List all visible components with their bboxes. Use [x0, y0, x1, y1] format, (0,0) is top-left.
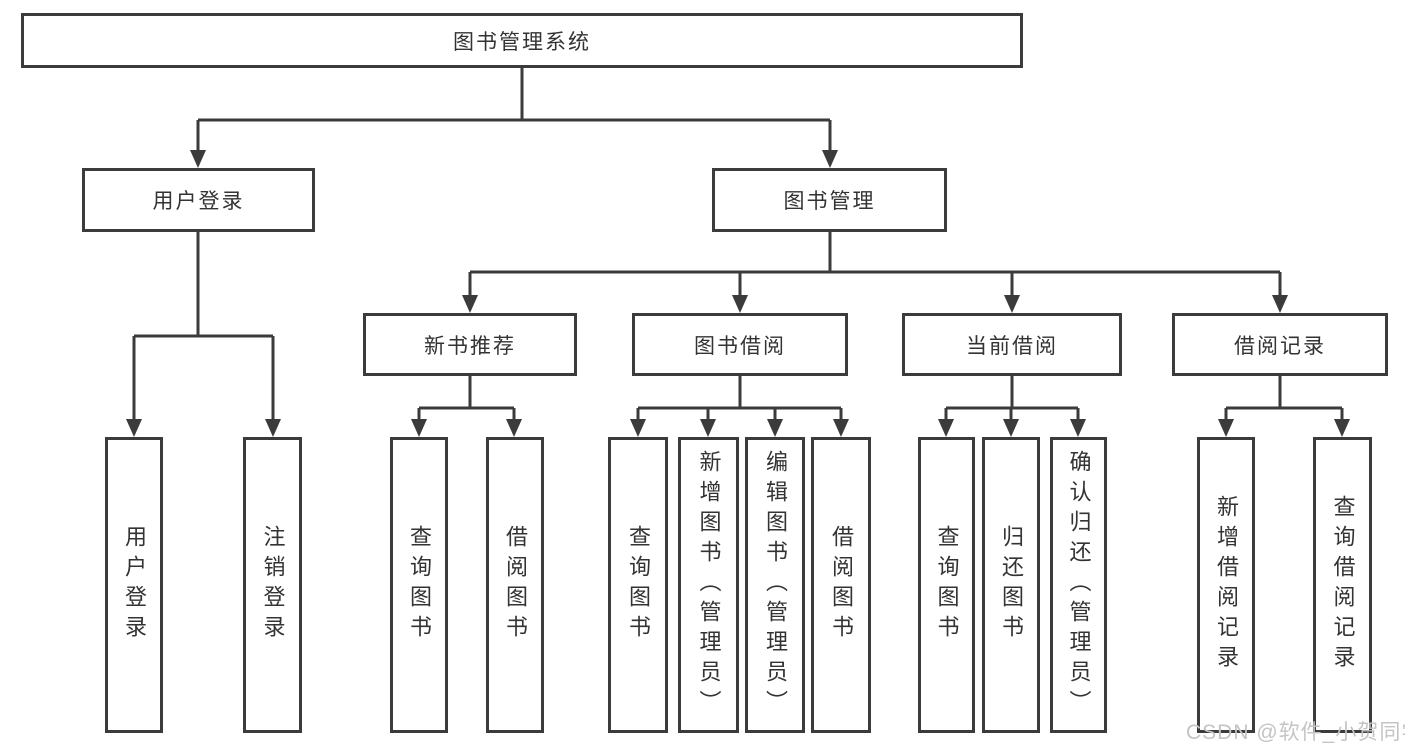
node-label: 编辑图书（管理员）	[763, 450, 788, 720]
node-label: 确认归还（管理员）	[1066, 450, 1092, 720]
node-label: 借阅图书	[829, 525, 854, 645]
node-label: 用户登录	[122, 525, 147, 645]
node-label: 新书推荐	[424, 334, 516, 358]
leaf-query-books-borrow: 查询图书	[608, 437, 668, 733]
node-label: 当前借阅	[966, 334, 1058, 358]
leaf-query-books-recommend: 查询图书	[390, 437, 448, 733]
leaf-edit-books-admin: 编辑图书（管理员）	[745, 437, 805, 733]
leaf-add-books-admin: 新增图书（管理员）	[678, 437, 739, 733]
node-label: 注销登录	[260, 525, 286, 645]
leaf-borrow-books-recommend: 借阅图书	[486, 437, 544, 733]
leaf-query-borrow-record: 查询借阅记录	[1313, 437, 1372, 733]
node-label: 新增借阅记录	[1214, 495, 1239, 675]
node-book-management: 图书管理	[712, 168, 947, 232]
leaf-add-borrow-record: 新增借阅记录	[1197, 437, 1255, 733]
node-label: 图书借阅	[694, 334, 786, 358]
node-label: 借阅图书	[503, 525, 528, 645]
node-label: 新增图书（管理员）	[696, 450, 722, 720]
csdn-watermark: CSDN @软件_小贺同学	[1186, 721, 1405, 744]
leaf-borrow-books: 借阅图书	[811, 437, 871, 733]
leaf-confirm-return-admin: 确认归还（管理员）	[1050, 437, 1107, 733]
node-new-book-recommend: 新书推荐	[363, 313, 577, 376]
leaf-logout: 注销登录	[243, 437, 302, 733]
node-label: 查询图书	[934, 525, 960, 645]
node-label: 查询图书	[407, 525, 432, 645]
node-library-management-system: 图书管理系统	[21, 13, 1023, 68]
node-label: 查询借阅记录	[1330, 495, 1356, 675]
node-label: 归还图书	[999, 525, 1024, 645]
node-current-borrow: 当前借阅	[902, 313, 1122, 376]
node-user-login: 用户登录	[82, 168, 315, 232]
node-borrow-records: 借阅记录	[1172, 313, 1388, 376]
node-book-borrow: 图书借阅	[632, 313, 848, 376]
leaf-query-books-current: 查询图书	[918, 437, 975, 733]
node-label: 图书管理	[783, 190, 876, 213]
node-label: 用户登录	[152, 190, 245, 213]
node-label: 图书管理系统	[453, 30, 591, 54]
node-label: 借阅记录	[1234, 334, 1326, 358]
leaf-return-books: 归还图书	[982, 437, 1040, 733]
arrowheads	[126, 150, 1350, 437]
leaf-user-login: 用户登录	[105, 437, 163, 733]
node-label: 查询图书	[626, 525, 651, 645]
